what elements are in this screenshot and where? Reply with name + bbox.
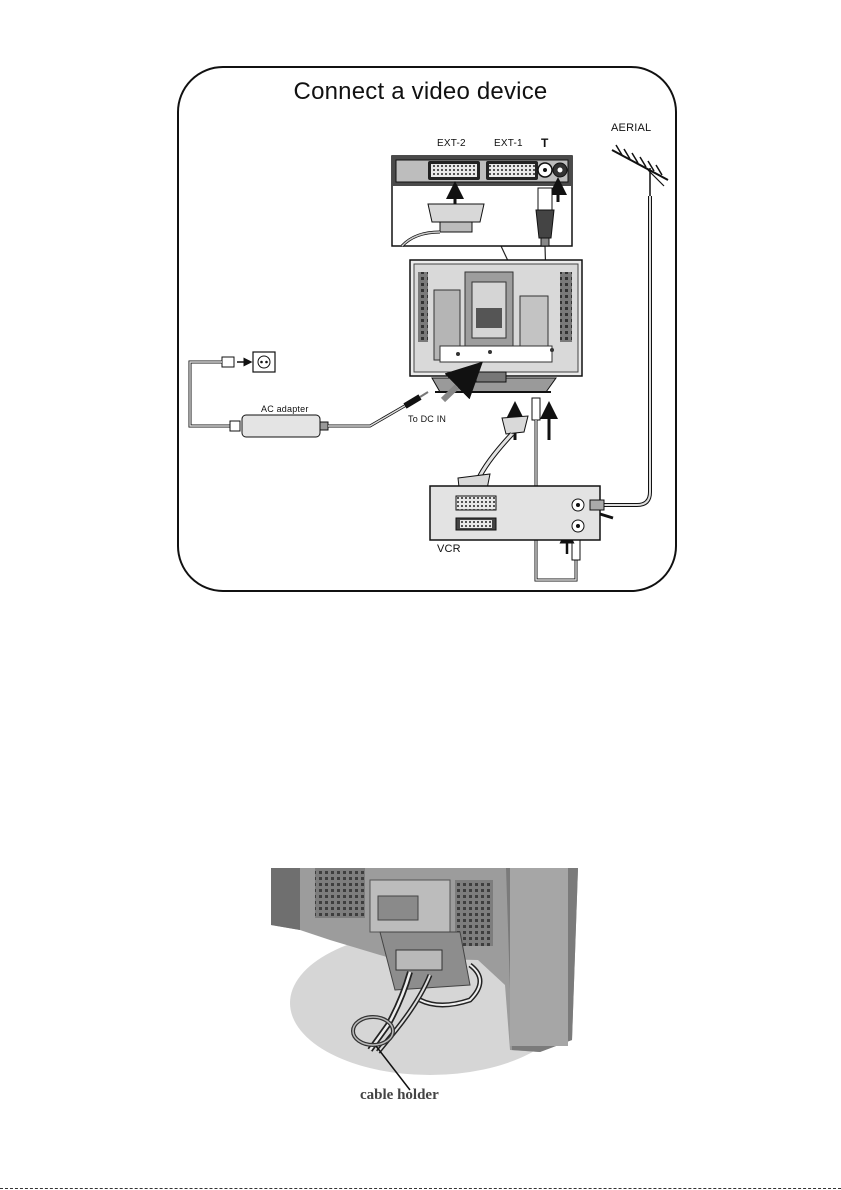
ac-adapter-brick xyxy=(230,415,328,437)
vcr-device xyxy=(430,486,613,540)
aerial-antenna xyxy=(612,145,668,200)
cable-holder-illustration xyxy=(271,868,578,1090)
scart-cable xyxy=(458,416,528,496)
scart-socket-ext1 xyxy=(486,161,538,180)
tv-rear-view xyxy=(410,260,582,392)
wall-socket xyxy=(253,352,275,372)
dc-cable xyxy=(328,392,428,426)
mains-plug xyxy=(222,357,248,367)
cable-holder-caption: cable holder xyxy=(360,1087,439,1104)
scart-socket-ext2 xyxy=(428,161,480,180)
power-cable xyxy=(190,362,230,426)
connector-panel-zoom xyxy=(392,156,572,246)
coax-plug xyxy=(536,188,554,246)
aerial-cable xyxy=(604,196,650,505)
